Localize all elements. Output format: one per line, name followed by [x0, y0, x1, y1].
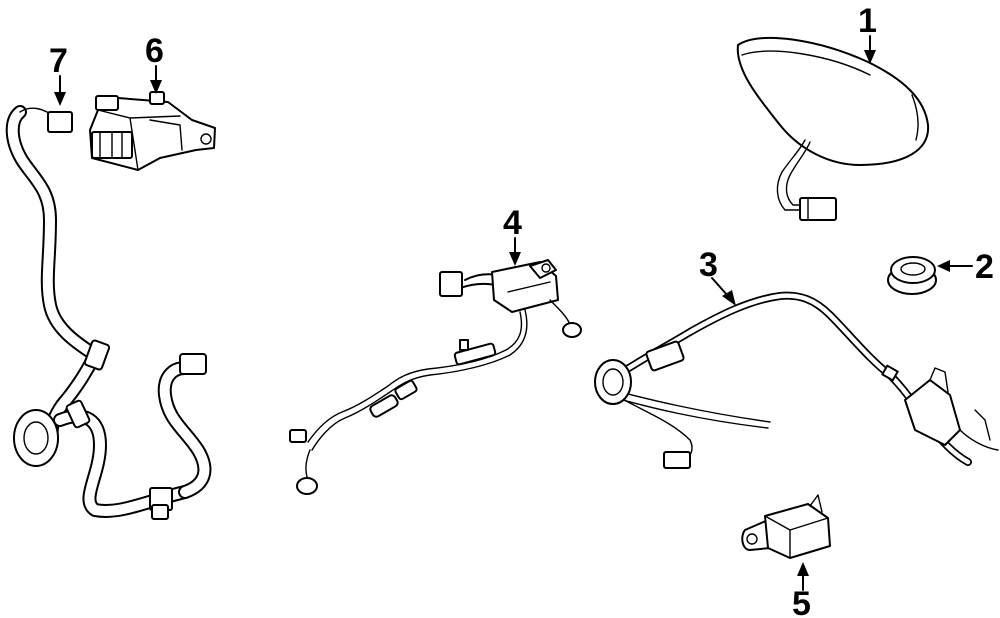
part-3-harness[interactable]: [594, 291, 999, 469]
callout-arrows: [54, 35, 973, 591]
callout-6: 6: [145, 32, 164, 70]
callout-5: 5: [792, 585, 811, 618]
part-1-antenna[interactable]: [736, 36, 930, 221]
callout-4: 4: [503, 204, 522, 242]
part-2-grommet[interactable]: [887, 256, 937, 295]
callout-7: 7: [49, 42, 68, 80]
callout-2: 2: [975, 248, 994, 286]
part-4-harness[interactable]: [289, 259, 582, 495]
part-7-harness[interactable]: [5, 105, 212, 520]
callout-1: 1: [858, 2, 877, 40]
part-5-module[interactable]: [741, 494, 831, 559]
part-6-module[interactable]: [89, 91, 216, 171]
callout-3: 3: [699, 246, 718, 284]
